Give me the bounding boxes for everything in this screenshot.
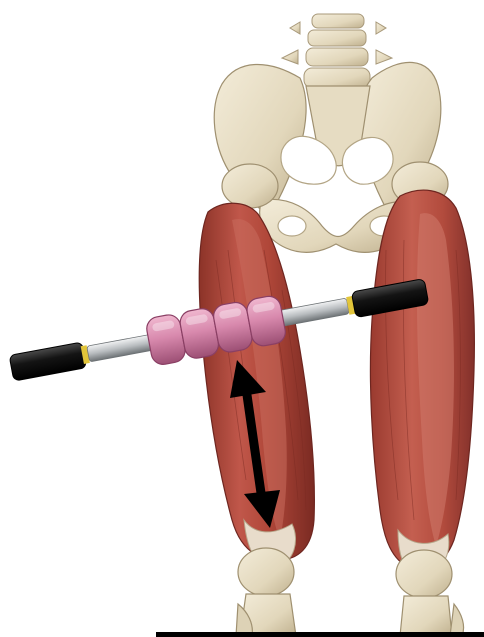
baseline — [156, 632, 484, 637]
quadriceps-muscle — [370, 190, 474, 576]
